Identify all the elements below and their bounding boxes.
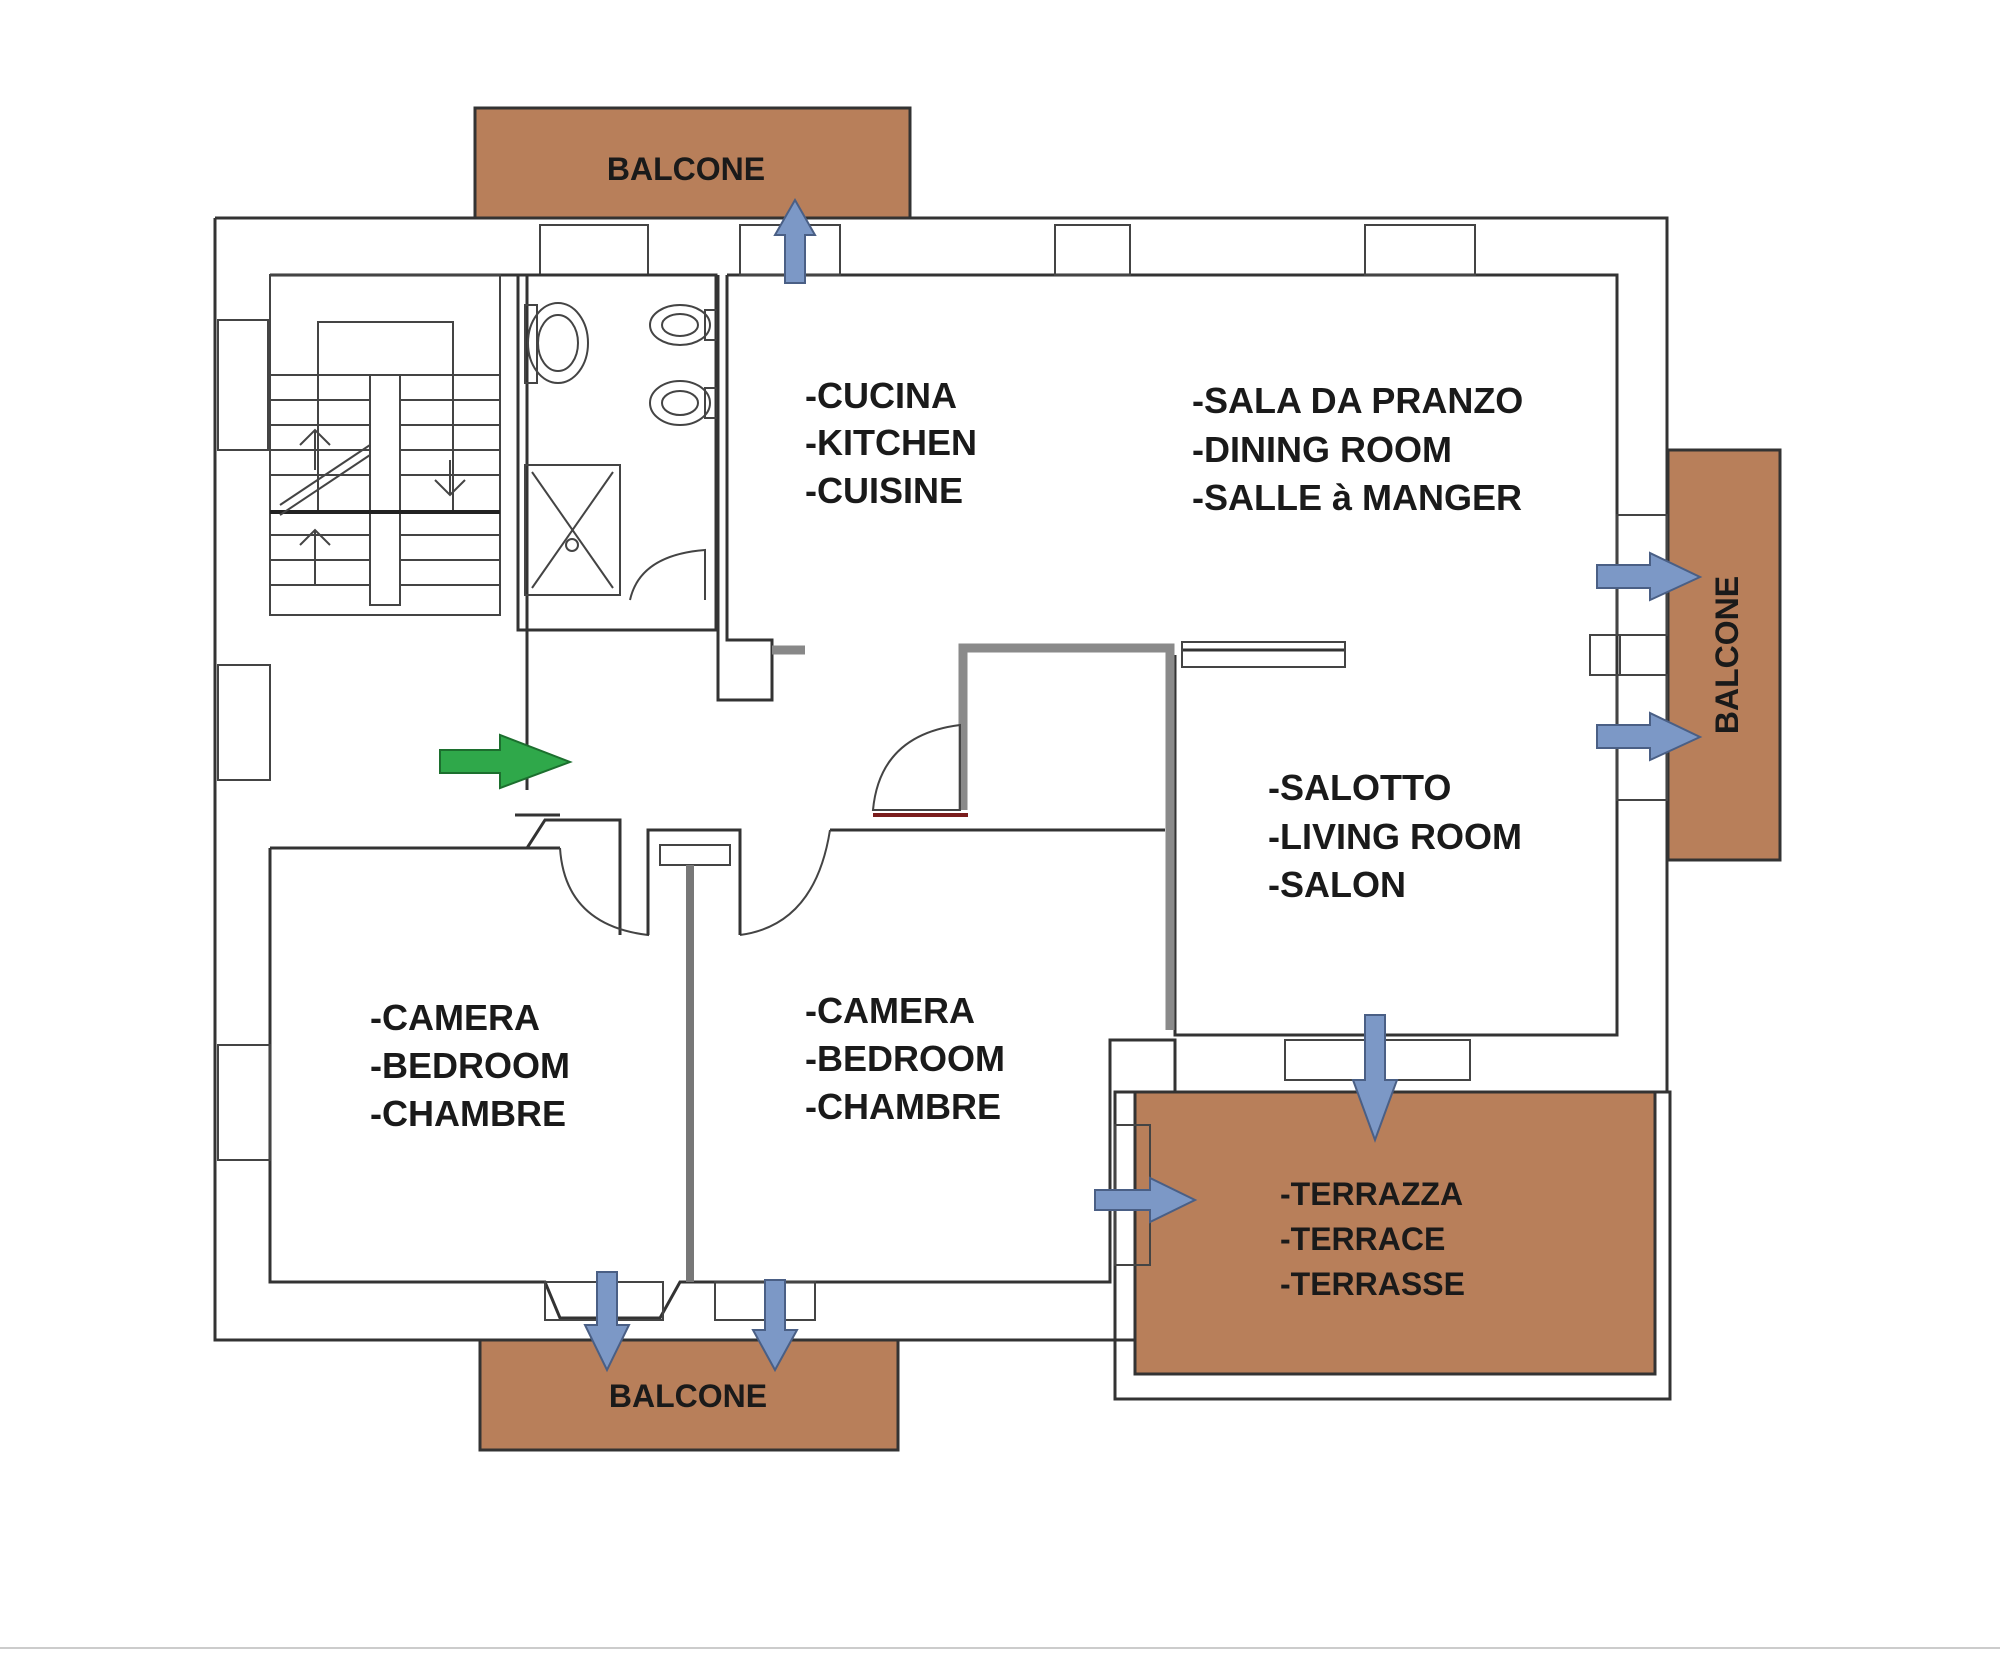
svg-text:-SALLE à MANGER: -SALLE à MANGER <box>1192 477 1522 518</box>
kitchen-label: -CUCINA -KITCHEN -CUISINE <box>805 375 977 511</box>
svg-text:-TERRACE: -TERRACE <box>1280 1221 1445 1257</box>
kitchen-wall <box>716 275 774 702</box>
hall-door-swing-right-icon <box>739 829 831 936</box>
svg-text:-CAMERA: -CAMERA <box>805 990 975 1031</box>
balcony-bottom-label: BALCONE <box>609 1378 767 1414</box>
bedroom-right-label: -CAMERA -BEDROOM -CHAMBRE <box>805 990 1005 1127</box>
terrace-label: -TERRAZZA -TERRACE -TERRASSE <box>1280 1176 1465 1302</box>
svg-text:-TERRASSE: -TERRASSE <box>1280 1266 1465 1302</box>
svg-text:-CHAMBRE: -CHAMBRE <box>805 1086 1001 1127</box>
door-swing-icon <box>629 548 706 601</box>
svg-text:-TERRAZZA: -TERRAZZA <box>1280 1176 1463 1212</box>
outer-wall <box>215 216 1669 1094</box>
hall-door-swing-left-icon <box>559 847 649 937</box>
svg-text:-KITCHEN: -KITCHEN <box>805 422 977 463</box>
balcony-right-label: BALCONE <box>1709 576 1745 734</box>
living-room-label: -SALOTTO -LIVING ROOM -SALON <box>1268 767 1522 905</box>
balcony-top-label: BALCONE <box>607 151 765 187</box>
bathroom-wall <box>516 273 718 632</box>
balcony-top <box>473 106 912 220</box>
outer-wall-left <box>213 218 1137 1342</box>
shower-icon <box>524 464 621 596</box>
living-terrace-wall <box>1110 1038 1657 1375</box>
dining-room-label: -SALA DA PRANZO -DINING ROOM -SALLE à MA… <box>1192 380 1523 518</box>
svg-text:-CUISINE: -CUISINE <box>805 470 963 511</box>
left-windows <box>217 319 271 1161</box>
inner-wall-outline <box>270 273 529 790</box>
closet-door-swing-icon <box>871 723 961 811</box>
staircase-icon <box>269 274 501 616</box>
inner-wall-main <box>727 273 1619 1037</box>
hall-wall-bottom <box>268 848 1175 1320</box>
svg-text:-DINING ROOM: -DINING ROOM <box>1192 429 1452 470</box>
bidet-icon <box>649 380 718 426</box>
entrance-arrow-icon <box>439 733 573 790</box>
svg-text:-LIVING ROOM: -LIVING ROOM <box>1268 816 1522 857</box>
svg-text:-CAMERA: -CAMERA <box>370 997 540 1038</box>
toilet-icon <box>649 304 718 346</box>
svg-text:-SALOTTO: -SALOTTO <box>1268 767 1451 808</box>
balcony-right <box>1666 448 1782 862</box>
svg-text:-CUCINA: -CUCINA <box>805 375 957 416</box>
svg-text:-SALON: -SALON <box>1268 864 1406 905</box>
svg-text:-SALA DA PRANZO: -SALA DA PRANZO <box>1192 380 1523 421</box>
svg-text:-BEDROOM: -BEDROOM <box>370 1045 570 1086</box>
bedroom-wall <box>270 818 622 935</box>
svg-text:-CHAMBRE: -CHAMBRE <box>370 1093 566 1134</box>
svg-text:-BEDROOM: -BEDROOM <box>805 1038 1005 1079</box>
top-windows <box>539 224 1476 276</box>
bedroom-left-label: -CAMERA -BEDROOM -CHAMBRE <box>370 997 570 1134</box>
exit-arrow-icon <box>583 197 1703 1373</box>
closet-wall <box>958 643 1175 1030</box>
sink-icon <box>524 302 589 384</box>
